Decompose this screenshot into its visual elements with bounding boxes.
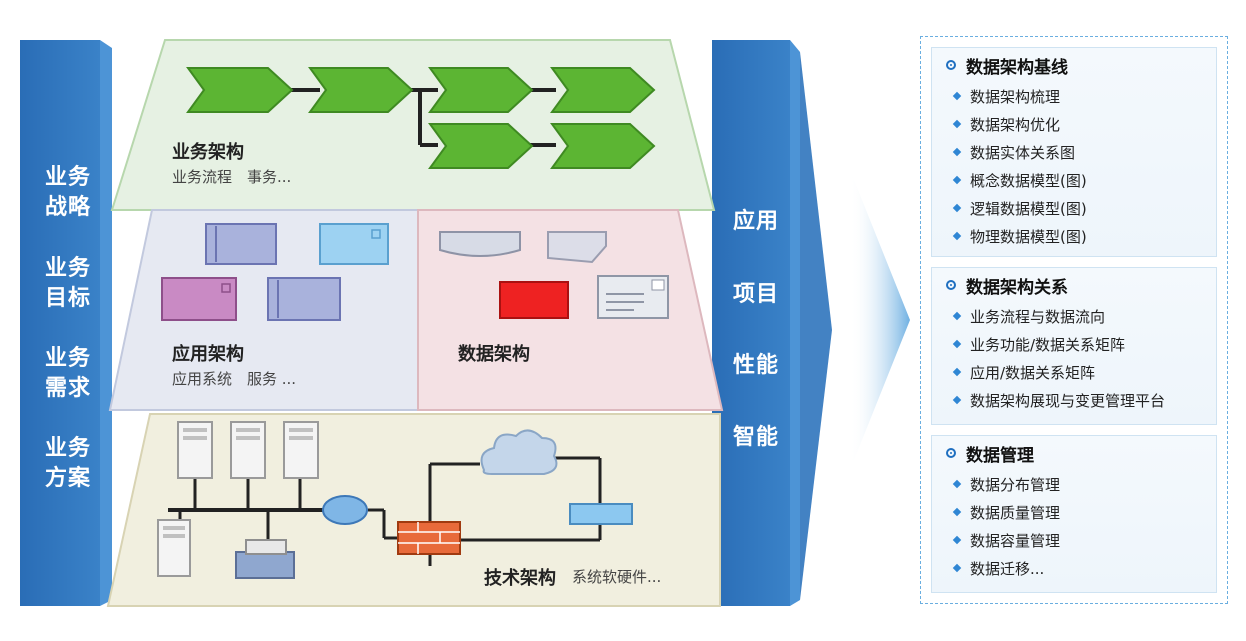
data-shape-icon [547,231,607,264]
left-pillar [20,40,112,606]
list-item-label: 物理数据模型(图) [970,227,1087,246]
list-item: 业务功能/数据关系矩阵 [932,330,1216,358]
diamond-bullet-icon [952,147,962,157]
business-layer-title: 业务架构 [172,142,244,163]
process-step-icon [550,123,656,169]
right-pillar-label-application: 应用 [732,209,779,234]
diamond-bullet-icon [952,119,962,129]
business-layer-subtitle: 业务流程 事务... [172,168,292,186]
application-layer-title: 应用架构 [172,344,244,365]
technology-layer-title: 技术架构 [484,568,556,589]
list-item-label: 数据迁移... [970,559,1045,578]
diamond-bullet-icon [952,311,962,321]
firewall-icon [397,521,461,555]
app-module-icon [205,223,277,265]
diamond-bullet-icon [952,395,962,405]
process-step-icon [428,123,534,169]
group-title: 数据管理 [966,445,1034,466]
list-item-label: 数据容量管理 [970,531,1061,550]
group-baseline: 数据架构基线 数据架构梳理 数据架构优化 数据实体关系图 概念数据模型(图) 逻… [931,47,1217,257]
right-pillar [712,40,832,606]
cloud-icon [480,429,558,475]
list-item-label: 数据质量管理 [970,503,1061,522]
server-icon [157,519,191,577]
diamond-bullet-icon [952,563,962,573]
left-pillar-label-strategy: 业务战略 [44,165,91,220]
process-step-icon [428,67,534,113]
list-item-label: 逻辑数据模型(图) [970,199,1087,218]
diamond-bullet-icon [952,339,962,349]
group-relations: 数据架构关系 业务流程与数据流向 业务功能/数据关系矩阵 应用/数据关系矩阵 数… [931,267,1217,425]
diamond-bullet-icon [952,479,962,489]
right-pillar-label-project: 项目 [732,282,779,307]
data-layer-title: 数据架构 [458,344,530,365]
group-title: 数据架构基线 [966,57,1068,78]
diamond-bullet-icon [952,91,962,101]
radio-bullet-icon [946,280,956,290]
right-pillar-label-intelligence: 智能 [732,425,779,450]
list-item-label: 数据分布管理 [970,475,1061,494]
list-item-label: 应用/数据关系矩阵 [970,363,1096,382]
list-item: 逻辑数据模型(图) [932,194,1216,222]
list-item: 数据容量管理 [932,526,1216,554]
group-header: 数据架构基线 [932,48,1216,82]
list-item: 物理数据模型(图) [932,222,1216,250]
list-item: 数据架构梳理 [932,82,1216,110]
server-icon [283,421,319,479]
diamond-bullet-icon [952,175,962,185]
list-item: 数据分布管理 [932,470,1216,498]
list-item-label: 业务流程与数据流向 [970,307,1106,326]
diamond-bullet-icon [952,367,962,377]
diamond-bullet-icon [952,507,962,517]
data-architecture-panel: 数据架构基线 数据架构梳理 数据架构优化 数据实体关系图 概念数据模型(图) 逻… [920,36,1228,604]
left-pillar-label-requirement: 业务需求 [44,346,91,401]
data-entity-icon [499,281,569,319]
group-title: 数据架构关系 [966,277,1068,298]
list-item: 概念数据模型(图) [932,166,1216,194]
group-management: 数据管理 数据分布管理 数据质量管理 数据容量管理 数据迁移... [931,435,1217,593]
list-item-label: 概念数据模型(图) [970,171,1087,190]
list-item: 数据实体关系图 [932,138,1216,166]
app-module-icon [161,277,237,321]
radio-bullet-icon [946,448,956,458]
list-item-label: 数据架构梳理 [970,87,1061,106]
business-layer [110,39,716,211]
router-icon [322,495,368,525]
left-pillar-label-goal: 业务目标 [44,256,91,311]
list-item-label: 数据架构展现与变更管理平台 [970,391,1166,410]
printer-icon [235,539,295,579]
group-header: 数据架构关系 [932,268,1216,302]
list-item: 数据架构优化 [932,110,1216,138]
technology-layer [106,413,721,607]
radio-bullet-icon [946,60,956,70]
database-icon [439,231,521,257]
group-header: 数据管理 [932,436,1216,470]
process-step-icon [550,67,656,113]
data-layer [417,209,724,411]
application-layer-subtitle: 应用系统 服务 ... [172,370,297,388]
diamond-bullet-icon [952,231,962,241]
list-item: 数据迁移... [932,554,1216,582]
diamond-bullet-icon [952,203,962,213]
server-icon [230,421,266,479]
process-step-icon [186,67,294,113]
process-step-icon [308,67,414,113]
list-item-label: 业务功能/数据关系矩阵 [970,335,1126,354]
left-pillar-label-solution: 业务方案 [44,436,91,491]
flow-arrow [850,170,910,470]
list-item-label: 数据实体关系图 [970,143,1076,162]
list-item: 业务流程与数据流向 [932,302,1216,330]
right-pillar-label-performance: 性能 [732,353,779,378]
list-item-label: 数据架构优化 [970,115,1061,134]
server-icon [177,421,213,479]
list-item: 数据质量管理 [932,498,1216,526]
application-layer [108,209,419,411]
app-module-icon [267,277,341,321]
diamond-bullet-icon [952,535,962,545]
switch-icon [569,503,633,525]
list-item: 应用/数据关系矩阵 [932,358,1216,386]
technology-layer-subtitle: 系统软硬件... [572,568,662,586]
list-item: 数据架构展现与变更管理平台 [932,386,1216,414]
